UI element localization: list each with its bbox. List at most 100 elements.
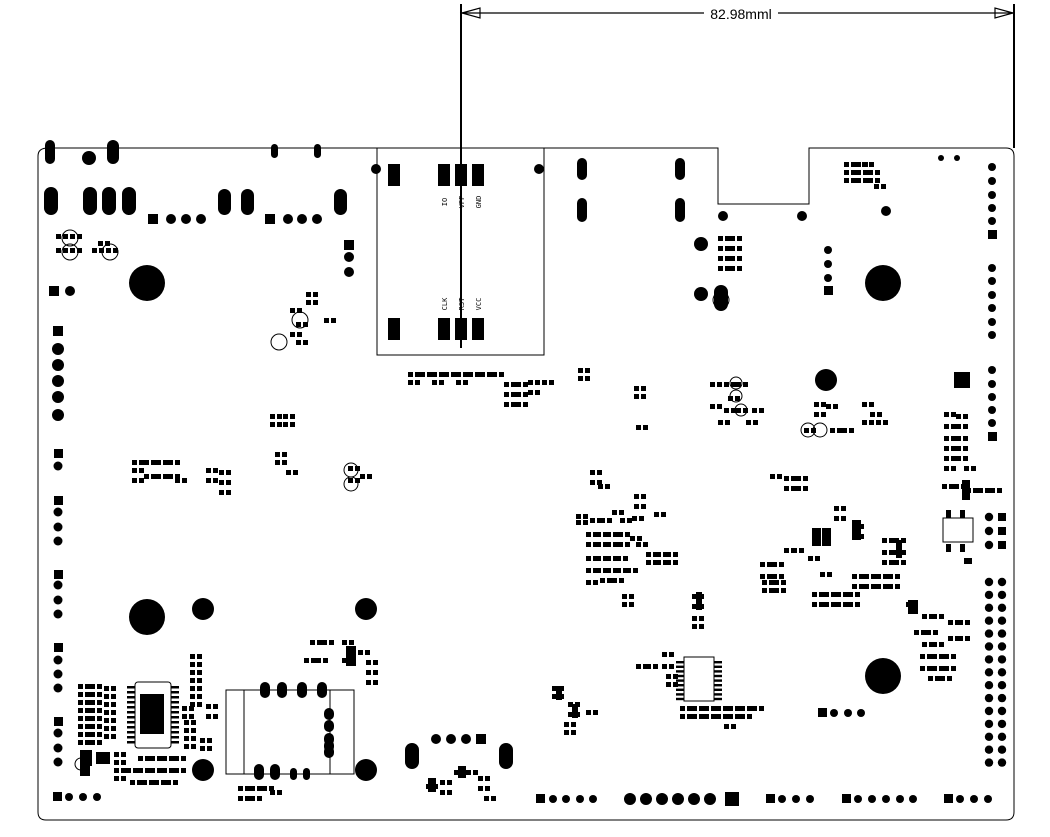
square-pad <box>951 424 956 429</box>
square-pad <box>862 402 867 407</box>
square-pad <box>317 640 322 645</box>
square-pad <box>184 744 189 749</box>
square-pad <box>779 574 784 579</box>
square-pad <box>901 550 906 555</box>
square-pad <box>311 658 316 663</box>
square-pad <box>85 692 90 697</box>
through-hole-pad <box>52 359 64 371</box>
square-pad <box>603 568 608 573</box>
square-pad <box>641 494 646 499</box>
square-pad <box>876 584 881 589</box>
connector-pad <box>388 164 400 186</box>
square-pad <box>145 756 150 761</box>
square-pad <box>622 602 627 607</box>
square-pad <box>174 756 179 761</box>
component-outline <box>712 291 730 309</box>
dimension-arrow-right <box>994 7 1016 19</box>
square-pad <box>358 650 363 655</box>
smd-component <box>96 752 110 764</box>
square-pad <box>175 478 180 483</box>
square-pad <box>731 382 736 387</box>
square-pad <box>998 541 1006 549</box>
through-hole-pad <box>984 629 994 638</box>
square-pad <box>150 756 155 761</box>
square-pad <box>669 652 674 657</box>
smd-component <box>960 510 965 518</box>
square-pad <box>113 248 118 253</box>
smd-component <box>171 721 179 724</box>
square-pad <box>349 640 354 645</box>
square-pad <box>606 532 611 537</box>
square-pad <box>843 602 848 607</box>
through-hole-pad <box>53 669 63 679</box>
square-pad <box>612 578 617 583</box>
square-pad <box>827 572 832 577</box>
connector-pad <box>388 318 400 340</box>
square-pad <box>963 414 968 419</box>
through-hole-pad <box>824 274 832 282</box>
connector-outline <box>376 147 545 356</box>
square-pad <box>944 424 949 429</box>
square-pad <box>77 248 82 253</box>
square-pad <box>121 752 126 757</box>
square-pad <box>718 256 723 261</box>
square-pad <box>78 724 83 729</box>
through-hole-pad <box>988 366 996 374</box>
square-pad <box>480 372 485 377</box>
square-pad <box>139 468 144 473</box>
through-hole-pad <box>997 577 1007 587</box>
square-pad <box>740 706 745 711</box>
square-pad <box>769 580 774 585</box>
square-pad <box>633 568 638 573</box>
square-pad <box>552 694 557 699</box>
square-pad <box>731 408 736 413</box>
through-hole-pad <box>824 246 832 254</box>
smd-component <box>908 600 918 614</box>
square-pad <box>632 516 637 521</box>
smd-component <box>676 688 684 691</box>
square-pad <box>85 708 90 713</box>
through-hole-pad <box>882 795 890 803</box>
square-pad <box>888 574 893 579</box>
square-pad <box>864 574 869 579</box>
square-pad <box>585 376 590 381</box>
square-pad <box>166 780 171 785</box>
square-pad <box>837 428 842 433</box>
through-hole-pad <box>344 267 354 277</box>
square-pad <box>290 332 295 337</box>
square-pad <box>844 178 849 183</box>
square-pad <box>901 560 906 565</box>
square-pad <box>593 568 598 573</box>
square-pad <box>78 708 83 713</box>
square-pad <box>871 584 876 589</box>
through-hole-pad <box>830 709 838 717</box>
smd-component <box>80 764 90 776</box>
square-pad <box>197 670 202 675</box>
square-pad <box>735 396 740 401</box>
through-hole-pad <box>984 603 994 612</box>
square-pad <box>578 368 583 373</box>
component-outline <box>812 422 828 438</box>
square-pad <box>692 706 697 711</box>
smd-component <box>822 528 831 546</box>
square-pad <box>875 170 880 175</box>
square-pad <box>590 480 595 485</box>
through-hole-pad <box>640 793 652 805</box>
square-pad <box>848 602 853 607</box>
square-pad <box>111 694 116 699</box>
square-pad <box>593 710 598 715</box>
square-pad <box>70 234 75 239</box>
smd-component <box>127 716 135 719</box>
through-hole-pad <box>997 693 1007 703</box>
smd-component <box>171 691 179 694</box>
square-pad <box>704 706 709 711</box>
square-pad <box>139 460 144 465</box>
through-hole-pad <box>988 304 996 312</box>
square-pad <box>791 476 796 481</box>
square-pad <box>844 170 849 175</box>
square-pad <box>939 666 944 671</box>
square-pad <box>85 684 90 689</box>
square-pad <box>819 602 824 607</box>
square-pad <box>111 702 116 707</box>
square-pad <box>613 542 618 547</box>
